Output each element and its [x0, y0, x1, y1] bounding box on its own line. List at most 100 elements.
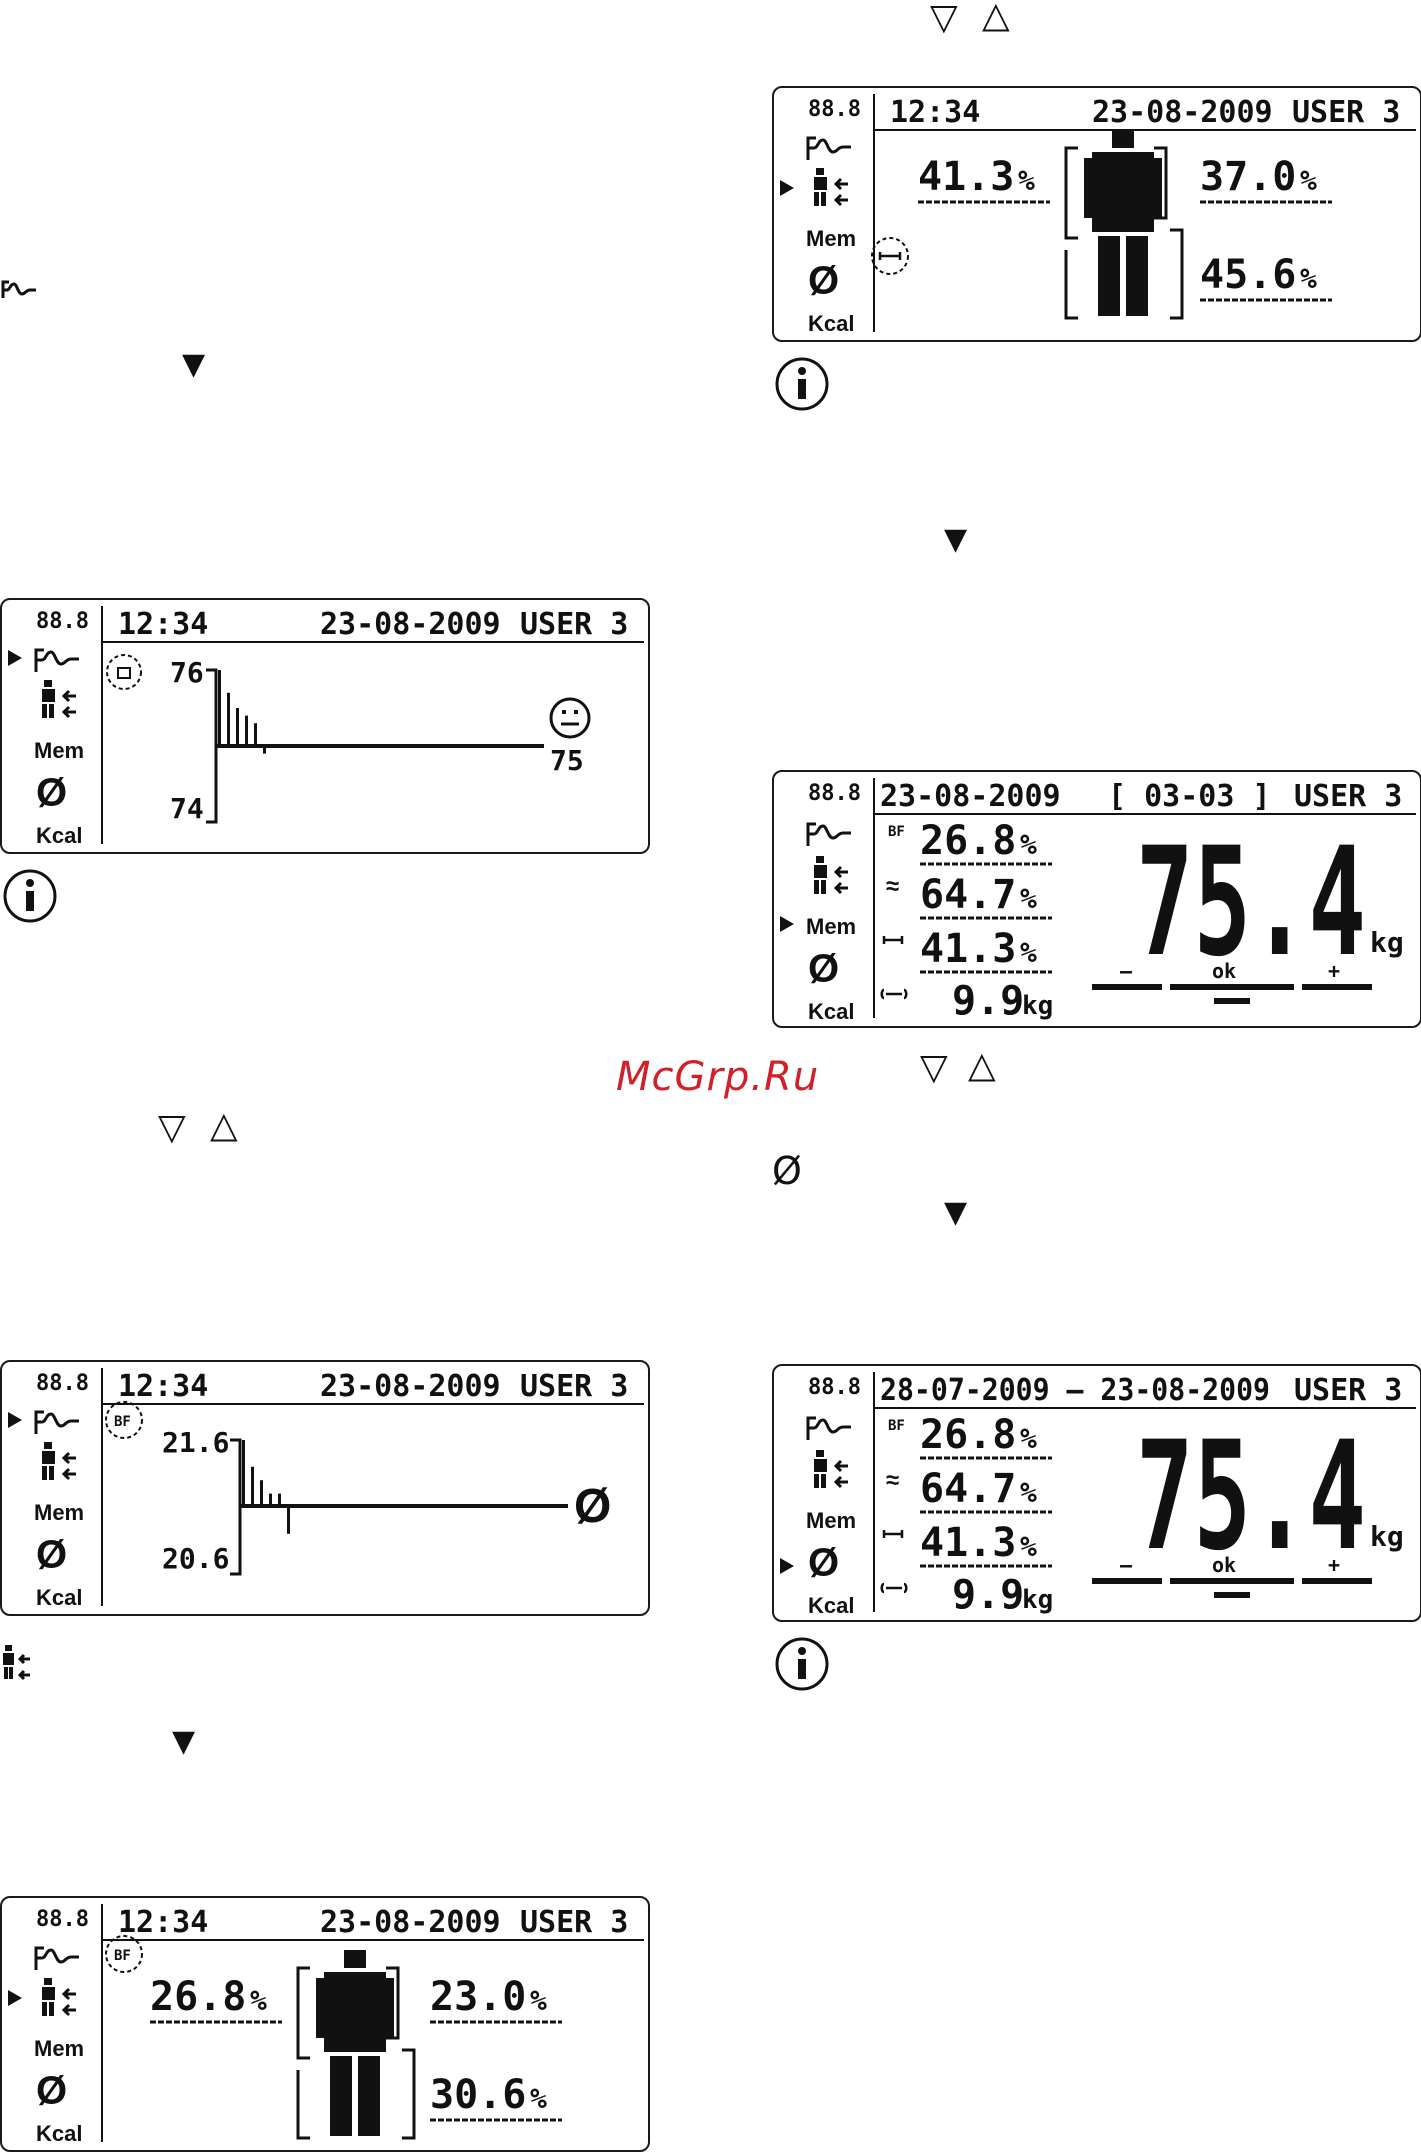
- trend-bar: [269, 1493, 272, 1506]
- active-arrow-icon: [8, 1990, 22, 2006]
- arrow-down-icon: ▼: [182, 347, 206, 382]
- trend-icon: [34, 1946, 79, 1970]
- trend-bar: [218, 670, 221, 746]
- arrow-down-outline-icon: ▽: [930, 0, 958, 38]
- info-icon: [774, 1636, 830, 1697]
- body-segment-icon: [814, 856, 848, 895]
- y-axis-top: 21.6: [162, 1426, 229, 1459]
- average-icon: Ø: [808, 1541, 839, 1585]
- svg-text:%: %: [530, 1984, 547, 2017]
- segment-test: 88.8: [808, 1375, 861, 1400]
- memory-range: [ 03-03 ]: [1108, 779, 1271, 814]
- scale-plus: +: [1328, 1553, 1340, 1577]
- svg-text:%: %: [530, 2082, 547, 2115]
- trend-bar: [245, 715, 248, 746]
- trend-icon: [806, 822, 851, 846]
- trend-bar: [254, 723, 257, 746]
- weight-unit: kg: [1370, 926, 1404, 959]
- weight-mode-icon: [106, 654, 142, 690]
- arrow-down-icon: ▼: [944, 522, 968, 557]
- average-icon: Ø: [36, 2069, 67, 2113]
- y-axis-top: 76: [170, 656, 204, 689]
- body-segment-icon: [42, 680, 76, 719]
- arrow-up-outline-icon: △: [210, 1105, 238, 1146]
- arrow-down-outline-icon: ▽: [920, 1047, 948, 1088]
- y-axis-bottom: 74: [170, 792, 204, 825]
- scale-ok: ok: [1212, 1553, 1236, 1577]
- lcd-memory: 88.8 Mem Ø Kcal 23-08-2009 [ 03-03 ] USE…: [772, 770, 1421, 1028]
- kcal-label: Kcal: [36, 823, 82, 848]
- weight-unit: kg: [1370, 1520, 1404, 1553]
- active-arrow-icon: [780, 916, 794, 932]
- user-label: USER 3: [520, 1369, 628, 1404]
- svg-text:%: %: [1018, 164, 1035, 197]
- active-arrow-icon: [8, 650, 22, 666]
- trend-bar: [251, 1466, 254, 1506]
- trend-icon: [34, 648, 79, 672]
- time: 12:34: [890, 95, 980, 130]
- water-unit: %: [1020, 1476, 1037, 1509]
- user-label: USER 3: [1292, 95, 1400, 130]
- user-label: USER 3: [1294, 1373, 1402, 1408]
- scale-ok: ok: [1212, 959, 1236, 983]
- mem-label: Mem: [806, 1508, 856, 1533]
- kcal-label: Kcal: [36, 2121, 82, 2146]
- kcal-label: Kcal: [808, 1593, 854, 1618]
- date: 23-08-2009: [1092, 95, 1273, 130]
- value-right-bottom: 45.6 %: [1200, 252, 1332, 302]
- weight-value: 75.4: [1136, 816, 1366, 990]
- body-segment-icon: [0, 1645, 32, 1684]
- segment-test: 88.8: [808, 97, 861, 122]
- bone-icon: [880, 988, 908, 1000]
- bf-indicator: BF: [105, 1935, 143, 1973]
- body-figure: [296, 1950, 416, 2140]
- mem-label: Mem: [34, 738, 84, 763]
- average-icon: Ø: [36, 771, 67, 815]
- svg-text:37.0: 37.0: [1200, 154, 1296, 200]
- value-left: 41.3 %: [918, 154, 1050, 204]
- trend-bar: [278, 1493, 281, 1506]
- average-icon: Ø: [36, 1533, 67, 1577]
- svg-text:%: %: [250, 1984, 267, 2017]
- trend-bar: [242, 1440, 245, 1506]
- mem-label: Mem: [34, 1500, 84, 1525]
- date: 23-08-2009: [320, 1369, 501, 1404]
- arrow-down-icon: ▼: [944, 1195, 968, 1230]
- bone-unit: kg: [1022, 991, 1053, 1021]
- muscle-icon: [882, 936, 904, 944]
- mem-label: Mem: [34, 2036, 84, 2061]
- trend-bar: [260, 1480, 263, 1506]
- bodyfat-value: 26.8: [920, 818, 1016, 864]
- muscle-indicator-icon: [871, 237, 909, 275]
- scale-minus: –: [1120, 959, 1133, 983]
- info-icon: [774, 356, 830, 417]
- y-axis-bottom: 20.6: [162, 1542, 229, 1575]
- date: 23-08-2009: [320, 1905, 501, 1940]
- sidebar: 88.8 Mem Ø Kcal: [8, 1371, 89, 1610]
- water-icon: ≈: [886, 873, 899, 900]
- water-unit: %: [1020, 882, 1037, 915]
- average-icon: Ø: [808, 947, 839, 991]
- bodyfat-value: 26.8: [920, 1412, 1016, 1458]
- muscle-unit: %: [1020, 936, 1037, 969]
- trend-bar: [263, 746, 266, 754]
- average-icon: Ø: [808, 259, 839, 303]
- scale-minus: –: [1120, 1553, 1133, 1577]
- time: 12:34: [118, 607, 208, 642]
- svg-text:BF: BF: [114, 1948, 131, 1964]
- trend-bar: [236, 708, 239, 746]
- date-range: 28-07-2009 — 23-08-2009: [880, 1373, 1270, 1408]
- svg-text:41.3: 41.3: [918, 154, 1014, 200]
- trend-icon: [34, 1410, 79, 1434]
- bone-value: 9.9: [952, 1572, 1024, 1618]
- segment-test: 88.8: [808, 781, 861, 806]
- sidebar: 88.8 Mem Ø Kcal: [780, 781, 861, 1024]
- smiley-icon: [549, 697, 591, 739]
- sidebar: 88.8 Mem Ø Kcal: [8, 1907, 89, 2146]
- bone-unit: kg: [1022, 1585, 1053, 1615]
- value-left: 26.8 %: [150, 1974, 282, 2024]
- body-segment-icon: [814, 168, 848, 207]
- sidebar: 88.8 Mem Ø Kcal: [8, 609, 89, 848]
- muscle-unit: %: [1020, 1530, 1037, 1563]
- lcd-muscle-segments: 88.8 Mem Ø Kcal 12:34 23-08-2009 USER 3 …: [772, 86, 1421, 342]
